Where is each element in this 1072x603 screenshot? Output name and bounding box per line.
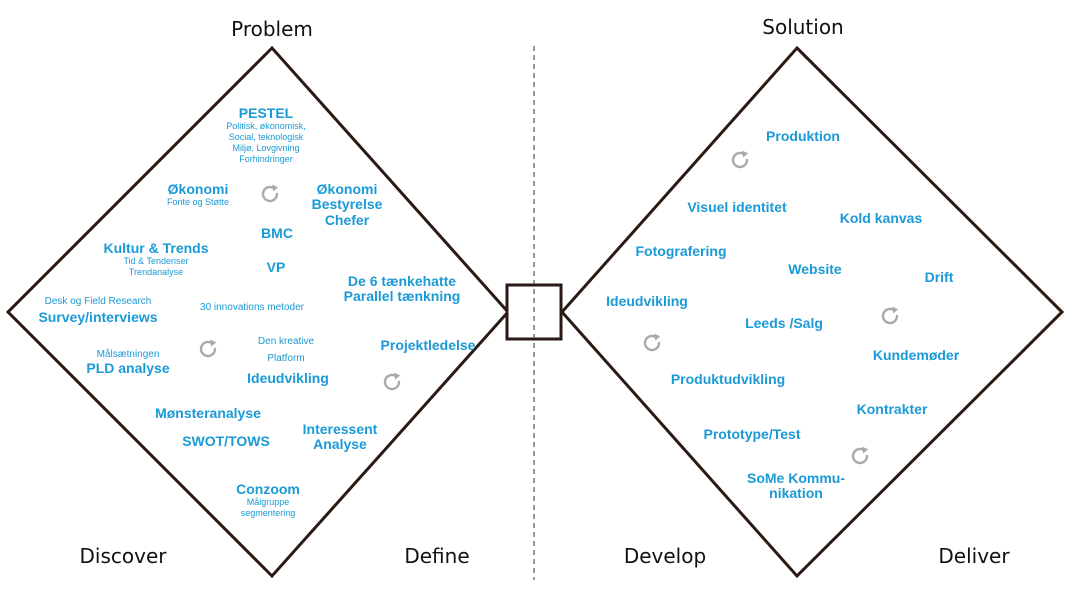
solution-diamond — [559, 45, 1065, 579]
problem-item-subtitle: Politisk, økonomisk, — [226, 121, 306, 132]
solution-item-title: Drift — [924, 269, 954, 285]
problem-item-title: Survey/interviews — [38, 309, 158, 325]
problem-item-title: Bestyrelse — [311, 196, 383, 213]
refresh-icon — [196, 337, 220, 361]
problem-item-title: Økonomi — [316, 181, 378, 197]
problem-item: Desk og Field Research — [45, 296, 152, 307]
problem-item: PLD analyse — [86, 360, 170, 376]
problem-item-title: Conzoom — [236, 481, 300, 497]
problem-item-title: PESTEL — [238, 105, 294, 121]
solution-item-title: Prototype/Test — [703, 426, 801, 442]
solution-item-title: Ideudvikling — [606, 293, 688, 309]
problem-item: Den kreative — [258, 336, 314, 347]
solution-item: Kontrakter — [856, 401, 928, 417]
solution-item-title: Leeds /Salg — [745, 315, 823, 331]
problem-item-subtitle: Miljø, Lovgivning — [232, 142, 300, 153]
problem-item: Projektledelse — [380, 337, 476, 353]
problem-label: Problem — [231, 17, 313, 41]
solution-item: Drift — [924, 269, 954, 285]
problem-item-title: PLD analyse — [86, 360, 170, 376]
solution-item: Visuel identitet — [687, 199, 787, 215]
refresh-icon — [640, 331, 664, 355]
problem-item-title: De 6 tænkehatte — [347, 273, 457, 289]
solution-item: Fotografering — [635, 243, 727, 259]
refresh-icon — [380, 370, 404, 394]
solution-item: Produktion — [766, 128, 840, 144]
solution-item-title: Produktion — [766, 128, 840, 144]
define-label: Define — [404, 544, 470, 568]
problem-item: Platform — [267, 353, 304, 364]
solution-item-title: Visuel identitet — [687, 199, 787, 215]
solution-item-title: Kold kanvas — [839, 210, 923, 226]
solution-item: SoMe Kommu-nikation — [747, 470, 845, 502]
solution-item-title: Produktudvikling — [670, 371, 786, 387]
problem-item-title: BMC — [261, 225, 293, 241]
solution-item: Website — [788, 261, 842, 277]
discover-label: Discover — [79, 544, 167, 568]
problem-item: BMC — [261, 225, 293, 241]
solution-item: Prototype/Test — [703, 426, 801, 442]
problem-item-title: Mønsteranalyse — [155, 405, 261, 421]
develop-label: Develop — [623, 544, 707, 568]
solution-item-title: Fotografering — [635, 243, 727, 259]
problem-item-subtitle: Forhindringer — [239, 153, 293, 164]
problem-item-title: Chefer — [324, 211, 370, 228]
refresh-icon — [728, 148, 752, 172]
problem-item: 30 innovations metoder — [200, 302, 304, 313]
solution-item-title: SoMe Kommu- — [747, 470, 845, 486]
problem-item-title: Analyse — [313, 436, 367, 453]
problem-item-title: Desk og Field Research — [44, 296, 152, 307]
solution-item: Kundemøder — [872, 347, 960, 363]
problem-item-subtitle: Tid & Tendenser — [123, 256, 189, 267]
problem-item-subtitle: Målgruppe — [246, 497, 290, 508]
solution-item: Leeds /Salg — [745, 315, 823, 331]
problem-item-title: SWOT/TOWS — [182, 433, 270, 449]
problem-item: Ideudvikling — [247, 370, 329, 386]
problem-item-title: Ideudvikling — [247, 370, 329, 386]
problem-item-subtitle: Fonte og Støtte — [166, 197, 230, 208]
solution-item-title: Kontrakter — [856, 401, 928, 417]
problem-item-title: 30 innovations metoder — [200, 302, 304, 313]
problem-item-title: Den kreative — [257, 336, 315, 347]
problem-item-subtitle: segmentering — [240, 508, 296, 519]
solution-item: Kold kanvas — [839, 210, 923, 226]
refresh-icon — [848, 444, 872, 468]
refresh-icon — [258, 182, 282, 206]
problem-item: Survey/interviews — [38, 309, 158, 325]
solution-item: Produktudvikling — [670, 371, 786, 387]
problem-item: SWOT/TOWS — [182, 433, 270, 449]
problem-item-title: Interessent — [302, 421, 378, 437]
problem-item-title: Målsætningen — [96, 349, 160, 360]
problem-item-title: Projektledelse — [380, 337, 476, 353]
problem-diamond — [5, 45, 511, 579]
problem-item-title: Platform — [267, 353, 305, 364]
problem-item: Målsætningen — [97, 349, 160, 360]
problem-item: VP — [266, 259, 286, 275]
problem-item-title: VP — [266, 259, 286, 275]
solution-item: Ideudvikling — [606, 293, 688, 309]
deliver-label: Deliver — [938, 544, 1010, 568]
problem-item-title: Kultur & Trends — [103, 240, 209, 256]
problem-item-subtitle: Trendanalyse — [128, 267, 184, 278]
solution-label: Solution — [762, 15, 844, 39]
solution-item-title: Kundemøder — [872, 347, 960, 363]
problem-item: Mønsteranalyse — [155, 405, 261, 421]
problem-item-subtitle: Social, teknologisk — [228, 132, 304, 143]
solution-item-title: Website — [788, 261, 842, 277]
problem-item-title: Parallel tænkning — [343, 288, 461, 305]
problem-item-title: Økonomi — [167, 181, 229, 197]
solution-item-title: nikation — [769, 485, 823, 502]
refresh-icon — [878, 304, 902, 328]
